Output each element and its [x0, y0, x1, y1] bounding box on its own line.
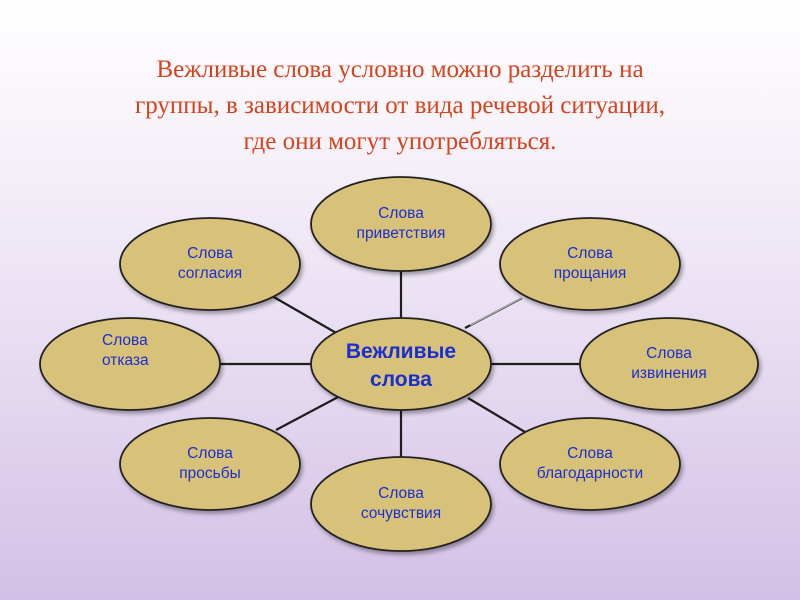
node-sympathy-label: Слова сочувствия	[311, 484, 491, 524]
heading-line-2: группы, в зависимости от вида речевой си…	[135, 92, 665, 119]
node-refusal-line-2: отказа	[102, 352, 149, 369]
node-agreement-ellipse	[119, 217, 301, 311]
node-apology-ellipse	[579, 317, 759, 411]
node-agreement-label: Слова согласия	[120, 244, 300, 284]
connector-agreement	[271, 295, 339, 335]
node-farewell-label: Слова прощания	[500, 244, 680, 284]
heading-line-3: где они могут употребляться.	[243, 128, 557, 155]
heading-line-1: Вежливые слова условно можно разделить н…	[156, 56, 644, 83]
node-farewell-ellipse	[499, 217, 681, 311]
center-ellipse	[310, 317, 492, 411]
node-agreement-line-2: согласия	[177, 265, 243, 282]
node-gratitude-line-1: Слова	[567, 445, 613, 462]
node-apology-label: Слова извинения	[580, 344, 758, 384]
node-apology-line-1: Слова	[646, 345, 692, 362]
connector-farewell-highlight	[469, 295, 526, 326]
node-greeting-line-2: приветствия	[356, 225, 446, 242]
node-apology-line-2: извинения	[631, 365, 707, 382]
center-line-2: слова	[370, 368, 432, 391]
node-gratitude-line-2: благодарности	[536, 465, 644, 482]
node-sympathy-line-1: Слова	[378, 485, 424, 502]
node-agreement-line-1: Слова	[187, 245, 233, 262]
node-request-line-2: просьбы	[179, 465, 241, 482]
node-request-line-1: Слова	[187, 445, 233, 462]
connector-gratitude	[467, 397, 526, 433]
node-gratitude-ellipse	[499, 417, 681, 511]
node-gratitude-label: Слова благодарности	[500, 444, 680, 484]
node-greeting-ellipse	[310, 176, 492, 272]
node-sympathy-line-2: сочувствия	[360, 505, 442, 522]
node-greeting-line-1: Слова	[378, 205, 424, 222]
node-greeting-label: Слова приветствия	[311, 204, 491, 244]
node-request-ellipse	[119, 417, 301, 511]
slide-heading: Вежливые слова условно можно разделить н…	[40, 52, 760, 160]
node-refusal-label: Слова отказа	[40, 331, 220, 371]
connector-request	[275, 395, 341, 431]
node-farewell-line-2: прощания	[553, 265, 627, 282]
node-refusal-line-1: Слова	[102, 332, 148, 349]
node-refusal-ellipse	[39, 317, 221, 411]
node-request-label: Слова просьбы	[120, 444, 300, 484]
node-farewell-line-1: Слова	[567, 245, 613, 262]
node-sympathy-ellipse	[310, 456, 492, 552]
center-label: Вежливые слова	[312, 338, 490, 394]
center-line-1: Вежливые	[345, 340, 457, 363]
